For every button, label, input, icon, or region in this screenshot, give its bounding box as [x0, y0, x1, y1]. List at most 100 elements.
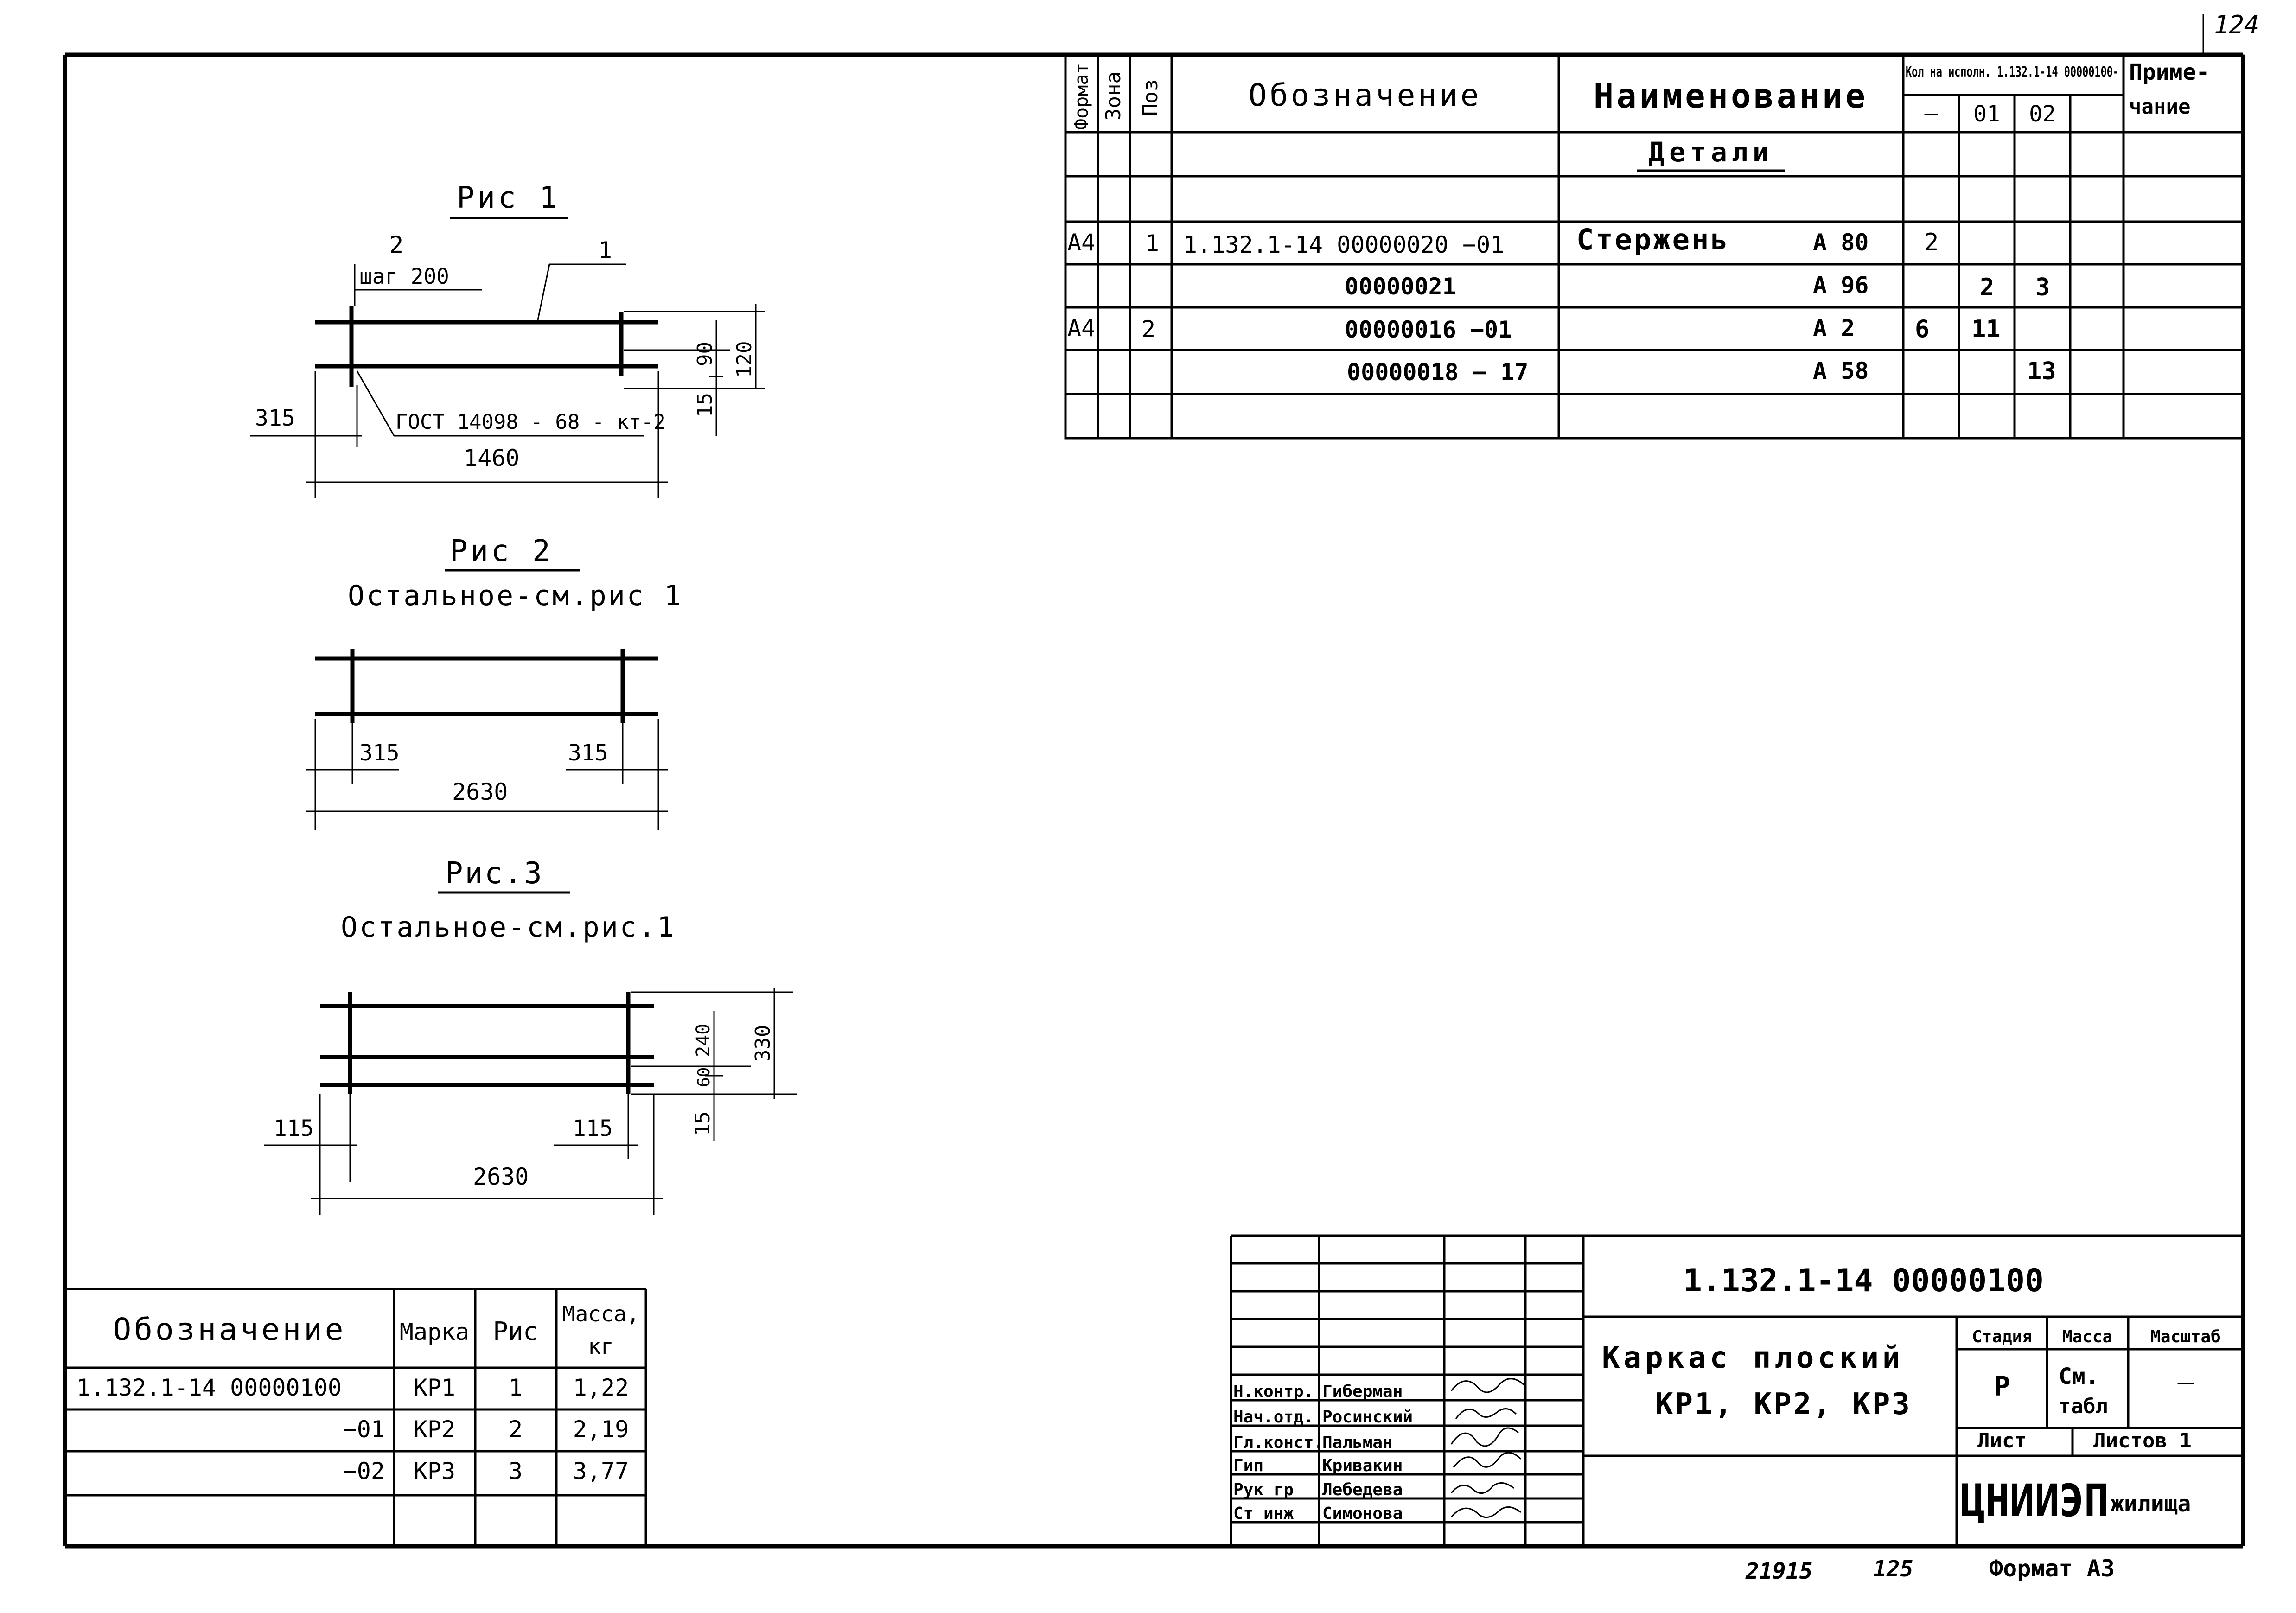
spec-row-q1: 2 [1980, 274, 1994, 301]
spec-row: 00000018 − 17 А 58 13 [1347, 357, 2056, 386]
footer-number: 125 [1873, 1556, 1913, 1582]
spec-row-q2: 3 [2035, 274, 2050, 301]
fig3-dim-60: 60 [695, 1067, 714, 1087]
signature-mark [1450, 1378, 1526, 1393]
spec-header-zone: Зона [1102, 71, 1125, 121]
fig1-step: шаг 200 [359, 264, 449, 289]
figure-2: Рис 2 Остальное-см.рис 1 315 315 2630 [306, 534, 681, 830]
mass-value-1: См. [2059, 1364, 2099, 1390]
signature-mark [1450, 1427, 1519, 1447]
mass-value-2: табл [2059, 1395, 2108, 1418]
signature-role: Нач.отд. [1233, 1408, 1314, 1427]
fig1-pos-1: 1 [598, 237, 612, 264]
mass-header-designation: Обозначение [113, 1312, 346, 1347]
mass-row: 1.132.1-14 00000100 КР1 1 1,22 [77, 1374, 629, 1401]
fig1-dim-120: 120 [733, 341, 756, 378]
spec-row-q2: 13 [2027, 357, 2056, 385]
fig3-dim-240: 240 [693, 1024, 714, 1057]
signature-name: Пальман [1322, 1433, 1393, 1452]
signature-name: Кривакин [1322, 1456, 1403, 1475]
spec-header-qty: Кол на исполн. 1.132.1-14 00000100- [1906, 64, 2119, 80]
mass-row-designation: −02 [343, 1458, 385, 1485]
signature-row: Рук гр Лебедева [1233, 1480, 1514, 1499]
figure-3: Рис.3 Остальное-см.рис.1 240 60 330 15 1… [264, 856, 797, 1215]
spec-row-ref: А 96 [1813, 272, 1869, 299]
fig2-dim-315-right: 315 [568, 740, 608, 766]
mass-header-fig: Рис [493, 1317, 538, 1346]
signature-role: Гип [1233, 1456, 1263, 1475]
mass-row-mass: 2,19 [573, 1416, 629, 1443]
spec-row-format: А4 [1067, 229, 1095, 256]
fig1-dim-315: 315 [255, 405, 295, 431]
spec-section-title: Детали [1648, 136, 1773, 168]
signature-row: Нач.отд. Росинский [1233, 1408, 1517, 1427]
fig3-dim-115-left: 115 [274, 1116, 314, 1141]
spec-header-var-01: 01 [1973, 101, 2000, 127]
spec-header-designation: Обозначение [1248, 77, 1481, 113]
signature-name: Симонова [1322, 1504, 1403, 1523]
fig2-title: Рис 2 [450, 534, 553, 568]
spec-row-ref: А 2 [1813, 315, 1855, 342]
signature-name: Лебедева [1322, 1480, 1403, 1499]
stage-label: Стадия [1972, 1327, 2032, 1346]
fig3-dim-115-right: 115 [573, 1116, 613, 1141]
mass-header-unit: кг [588, 1334, 613, 1359]
spec-row-designation: 00000018 − 17 [1347, 359, 1528, 386]
signature-role: Рук гр [1233, 1480, 1294, 1499]
sheet-number-corner: 124 [2202, 10, 2259, 53]
fig3-note: Остальное-см.рис.1 [341, 911, 676, 944]
signature-mark [1450, 1506, 1521, 1518]
figure-1: Рис 1 2 1 шаг 200 90 120 15 ГОСТ 14098 -… [250, 181, 765, 498]
fig2-dim-2630: 2630 [452, 778, 508, 805]
fig1-pos-2: 2 [389, 231, 403, 258]
spec-table: Формат Зона Поз Обозначение Наименование… [1064, 54, 2245, 440]
footer: 21915 125 Формат А3 [1745, 1555, 2115, 1584]
signature-mark [1453, 1452, 1522, 1468]
scale-label: Масштаб [2150, 1327, 2221, 1346]
fig3-title: Рис.3 [445, 856, 544, 891]
fig2-dim-315-left: 315 [359, 740, 400, 766]
mass-header-mark: Марка [400, 1319, 470, 1345]
title-block: 1.132.1-14 00000100 Каркас плоский КР1, … [1230, 1234, 2243, 1546]
spec-row-designation: 1.132.1-14 00000020 −01 [1183, 231, 1504, 258]
mass-row: −02 КР3 3 3,77 [343, 1458, 629, 1485]
signature-name: Росинский [1322, 1408, 1413, 1427]
spec-row-q1: 11 [1971, 315, 2001, 343]
org-suffix: жилища [2111, 1491, 2191, 1517]
mass-row-mass: 3,77 [573, 1458, 629, 1485]
spec-row: 00000021 А 96 2 3 [1345, 272, 2050, 301]
title-code: 1.132.1-14 00000100 [1683, 1262, 2044, 1299]
spec-row-pos: 1 [1145, 230, 1159, 257]
spec-row-ref: А 58 [1813, 357, 1869, 384]
signature-role: Н.контр. [1233, 1382, 1314, 1401]
signature-row: Гл.конст. Пальман [1233, 1427, 1519, 1452]
sheet-label: Лист [1977, 1429, 2027, 1453]
mass-table: Обозначение Марка Рис Масса, кг 1.132.1-… [65, 1288, 647, 1544]
spec-header-name: Наименование [1594, 77, 1868, 115]
mass-row-mark: КР2 [414, 1416, 455, 1443]
fig3-dim-15: 15 [691, 1111, 714, 1136]
spec-header-note-1: Приме- [2129, 59, 2209, 85]
spec-row-designation: 00000021 [1345, 273, 1456, 300]
mass-row: −01 КР2 2 2,19 [343, 1416, 629, 1443]
signature-name: Гиберман [1322, 1382, 1403, 1401]
spec-header-var-dash: — [1925, 100, 1938, 126]
footer-inventory: 21915 [1745, 1558, 1813, 1584]
signature-mark [1450, 1482, 1514, 1494]
title-line-2: КР1, КР2, КР3 [1655, 1387, 1912, 1422]
spec-header-format: Формат [1071, 63, 1092, 130]
org-logo: ЦНИИЭП [1960, 1475, 2109, 1527]
title-line-1: Каркас плоский [1602, 1341, 1904, 1375]
mass-row-designation: 1.132.1-14 00000100 [77, 1374, 342, 1401]
fig1-dim-1460: 1460 [464, 445, 519, 472]
mass-label: Масса [2062, 1327, 2112, 1346]
spec-header-pos: Поз [1139, 79, 1162, 116]
signature-role: Ст инж [1233, 1504, 1294, 1523]
spec-row-ref: А 80 [1813, 229, 1869, 256]
mass-row-fig: 1 [509, 1374, 523, 1401]
mass-row-mass: 1,22 [573, 1374, 629, 1401]
sheets-label: Листов 1 [2093, 1429, 2192, 1453]
spec-row-format: А4 [1067, 315, 1095, 342]
spec-row-pos: 2 [1142, 316, 1155, 343]
